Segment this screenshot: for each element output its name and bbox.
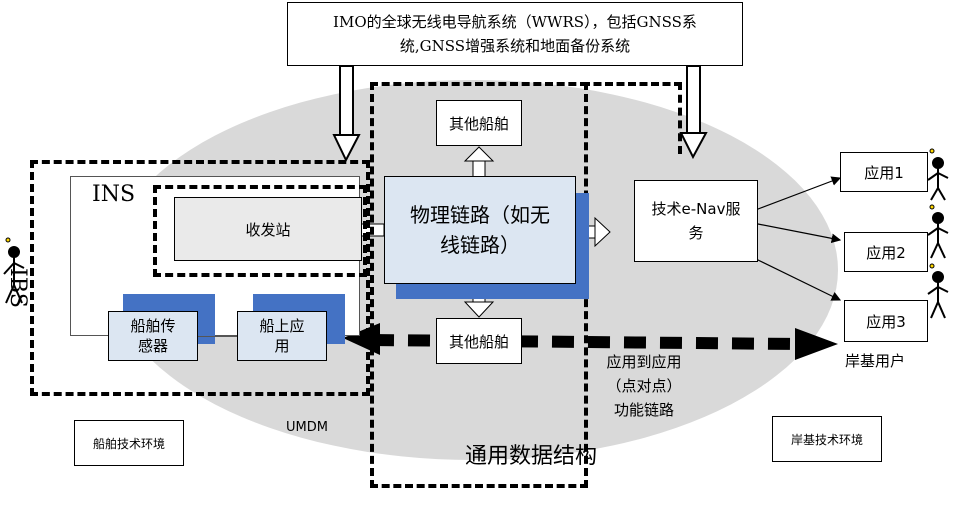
transceiver-region [153, 185, 367, 277]
ship-env-label: 船舶技术环境 [92, 436, 165, 451]
onboard-app-line-1: 船上应 [259, 317, 305, 335]
enav-app2-arrow [748, 217, 842, 244]
ship-sensor-line-1: 船舶传 [130, 317, 176, 335]
app-3-box: 应用3 [844, 300, 928, 342]
other-ship-bottom-label: 其他船舶 [448, 332, 509, 351]
wwrs-line-2: 统,GNSS增强系统和地面备份系统 [399, 37, 631, 55]
ship-env-box: 船舶技术环境 [74, 420, 184, 466]
physical-link-line-2: 线链路） [440, 233, 520, 257]
enav-app3-arrow [748, 252, 842, 301]
onboard-app-line-2: 用 [274, 337, 290, 355]
ship-sensor-box: 船舶传 感器 [108, 311, 198, 361]
shore-user-figure-2 [927, 204, 949, 259]
other-ship-top-label: 其他船舶 [448, 114, 509, 133]
p2p-label-line-2: （点对点） [606, 377, 682, 395]
app-1-box: 应用1 [840, 152, 928, 192]
ins-label: INS [92, 182, 136, 207]
shore-env-label: 岸基技术环境 [790, 432, 863, 447]
physical-link-box: 物理链路（如无 线链路） [384, 176, 576, 284]
shore-env-box: 岸基技术环境 [772, 416, 882, 462]
shore-users-label: 岸基用户 [845, 352, 906, 370]
shore-user-figure-1 [927, 148, 949, 201]
p2p-label-line-3: 功能链路 [613, 401, 674, 419]
p2p-label-line-1: 应用到应用 [606, 353, 682, 371]
sensor-app-connector [198, 336, 237, 337]
ship-user-figure [3, 237, 25, 304]
region-notch [582, 82, 682, 154]
enav-service-box: 技术e-Nav服 务 [634, 180, 758, 262]
physical-link-line-1: 物理链路（如无 [410, 203, 550, 227]
ibs-label: IBS [5, 268, 30, 308]
app-1-label: 应用1 [864, 163, 904, 182]
transceiver-box: 收发站 [174, 197, 362, 261]
wwrs-line-1: IMO的全球无线电导航系统（WWRS），包括GNSS系 [333, 13, 697, 31]
app-2-box: 应用2 [844, 232, 928, 272]
enav-app1-arrow [748, 176, 842, 217]
wwrs-arrow-right [679, 65, 708, 160]
wwrs-source-box: IMO的全球无线电导航系统（WWRS），包括GNSS系 统,GNSS增强系统和地… [287, 2, 743, 66]
p2p-label: 应用到应用 （点对点） 功能链路 [588, 350, 700, 422]
ship-sensor-line-2: 感器 [137, 337, 168, 355]
umdm-label: UMDM [286, 420, 328, 435]
common-data-structure-label: 通用数据结构 [465, 444, 598, 469]
onboard-app-box: 船上应 用 [237, 311, 327, 361]
other-ship-bottom-box: 其他船舶 [436, 318, 522, 364]
app-2-label: 应用2 [866, 243, 906, 262]
other-ship-top-box: 其他船舶 [436, 100, 522, 146]
link-arrow-up [463, 146, 495, 179]
ibs-region [30, 160, 370, 396]
enav-service-line-2: 务 [688, 224, 704, 242]
enav-service-line-1: 技术e-Nav服 [651, 200, 741, 218]
shore-user-figure-3 [927, 263, 949, 319]
transceiver-label: 收发站 [245, 220, 291, 239]
wwrs-arrow-left [332, 65, 361, 163]
app-3-label: 应用3 [866, 312, 906, 331]
